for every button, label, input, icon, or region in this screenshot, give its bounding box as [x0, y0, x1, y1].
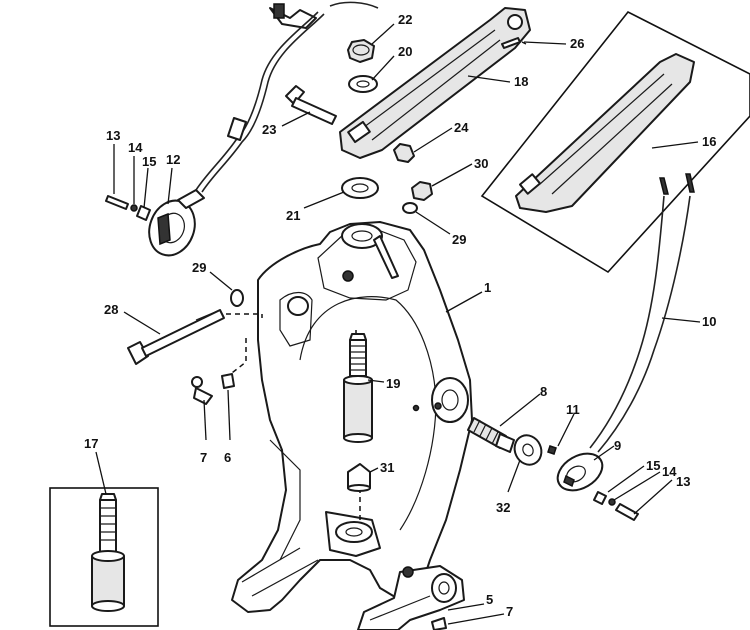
callout-9: 9 — [614, 438, 621, 453]
callout-20: 20 — [398, 44, 412, 59]
callout-31: 31 — [380, 460, 394, 475]
callout-15-right: 15 — [646, 458, 660, 473]
trim-sender-wire-part — [195, 1, 379, 193]
callout-29-left: 29 — [192, 260, 206, 275]
callout-17: 17 — [84, 436, 98, 451]
callout-13-right: 13 — [676, 474, 690, 489]
grease-fitting-part — [191, 373, 235, 405]
callout-24: 24 — [454, 120, 469, 135]
callout-1: 1 — [484, 280, 491, 295]
plug-part — [347, 463, 371, 492]
nut-30-part — [411, 181, 433, 201]
callout-18: 18 — [514, 74, 528, 89]
wire-clip-part — [269, 3, 317, 29]
trim-sender-right-part — [556, 452, 604, 492]
steering-arm-part — [339, 7, 531, 159]
steering-arm-variant-inset — [480, 10, 750, 274]
swivel-pin-part — [343, 333, 373, 443]
callout-32: 32 — [496, 500, 510, 515]
washer-part — [348, 75, 378, 93]
washer-29-left-part — [230, 289, 244, 307]
callout-14-right: 14 — [662, 464, 677, 479]
callout-5: 5 — [486, 592, 493, 607]
alt-swivel-pin-inset — [49, 487, 159, 627]
lower-clamp-part — [357, 565, 465, 630]
callout-29-right: 29 — [452, 232, 466, 247]
callout-22: 22 — [398, 12, 412, 27]
callout-12: 12 — [166, 152, 180, 167]
callout-8: 8 — [540, 384, 547, 399]
callout-6: 6 — [224, 450, 231, 465]
cotter-pin-part — [501, 37, 521, 49]
pivot-stud-part — [467, 417, 515, 453]
assembly-line-grease — [227, 338, 247, 377]
nut-part — [393, 143, 415, 163]
callout-30: 30 — [474, 156, 488, 171]
callout-labels: 22 20 26 18 23 24 30 21 29 16 10 1 29 28… — [84, 12, 716, 619]
long-bolt-part — [127, 309, 225, 365]
screw-washer-set-right-part — [593, 491, 639, 521]
callout-21: 21 — [286, 208, 300, 223]
gasket-part — [513, 434, 543, 466]
callout-15-left: 15 — [142, 154, 156, 169]
bolt-part — [285, 85, 337, 125]
callout-11: 11 — [566, 402, 580, 417]
callout-26: 26 — [570, 36, 584, 51]
callout-10: 10 — [702, 314, 716, 329]
leader-lines — [95, 23, 701, 625]
trim-sender-lead-wires-part — [589, 173, 695, 453]
callout-16: 16 — [702, 134, 716, 149]
assembly-line-bolt — [226, 313, 263, 318]
screw-washer-set-left-part — [105, 195, 151, 221]
washer-large-part — [341, 177, 379, 199]
callout-13-left: 13 — [106, 128, 120, 143]
callout-7-left: 7 — [200, 450, 207, 465]
callout-23: 23 — [262, 122, 276, 137]
small-screw-part — [547, 445, 557, 455]
washer-29-part — [402, 202, 418, 214]
callout-28: 28 — [104, 302, 118, 317]
locknut-part — [347, 39, 375, 63]
callout-19: 19 — [386, 376, 400, 391]
callout-7-bottom: 7 — [506, 604, 513, 619]
callout-14-left: 14 — [128, 140, 143, 155]
trim-sender-part — [148, 189, 205, 257]
